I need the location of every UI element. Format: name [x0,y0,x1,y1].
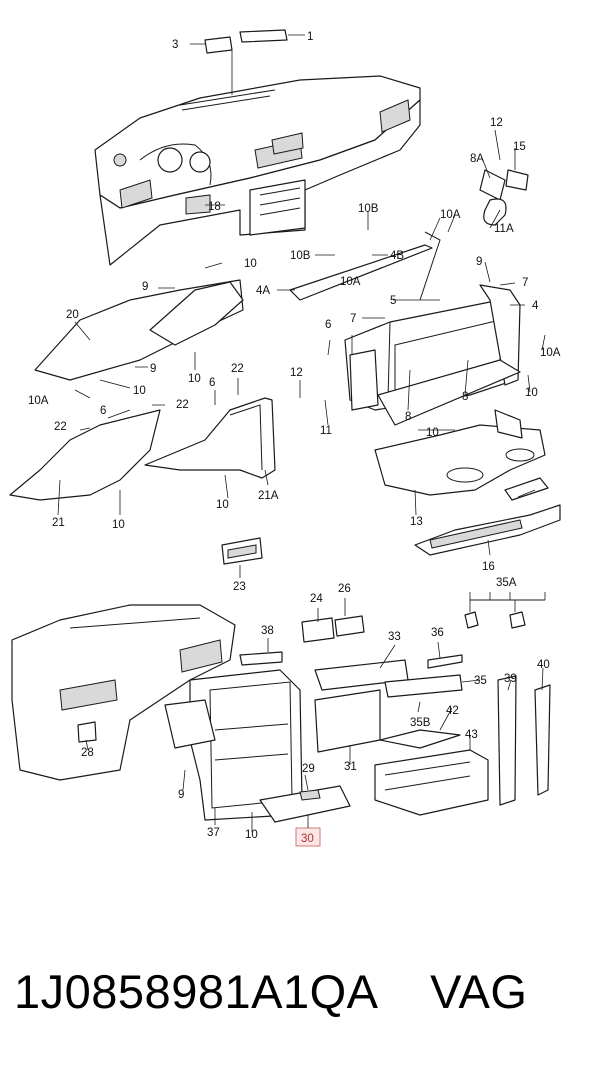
callout-16: 16 [482,561,495,573]
callout-9-c: 9 [150,363,156,375]
part-number-caption: 1J0858981A1QA VAG [14,952,594,1032]
callout-35B: 35B [410,717,431,729]
callout-6-c: 6 [100,405,106,417]
callout-1: 1 [307,31,313,43]
callout-10-e: 10 [426,427,439,439]
callout-11A: 11A [494,223,514,235]
callout-22-a: 22 [231,363,244,375]
callout-42: 42 [446,705,459,717]
callout-6-b: 6 [209,377,215,389]
callout-10A-c: 10A [540,347,561,359]
callout-43: 43 [465,729,478,741]
glovebox-assembly [289,169,529,426]
callout-39: 39 [504,673,517,685]
callout-23: 23 [233,581,246,593]
console-assembly [11,599,551,823]
callout-10B-a: 10B [358,203,379,215]
callout-22-b: 22 [176,399,189,411]
callout-10-b: 10 [188,373,201,385]
dashboard-panel [94,29,421,266]
callout-40: 40 [537,659,550,671]
callout-labels: 1 3 12 8A 15 11A 18 10B 10A 10B 4B 10 9 … [28,31,561,841]
callout-10B-b: 10B [290,250,311,262]
callout-9-b: 9 [476,256,482,268]
callout-10-a: 10 [244,258,257,270]
callout-21: 21 [52,517,65,529]
part-number: 1J0858981A1QA [14,965,376,1018]
callout-10A-b: 10A [340,276,361,288]
callout-12-b: 12 [290,367,303,379]
callout-11: 11 [320,425,332,437]
callout-22-c: 22 [54,421,67,433]
callout-3: 3 [172,39,178,51]
callout-10-f: 10 [216,499,229,511]
callout-10A-d: 10A [28,395,49,407]
callout-9-d: 9 [178,789,184,801]
lower-trim-panels [9,279,561,565]
callout-8A: 8A [470,153,484,165]
callout-4A: 4A [256,285,270,297]
highlighted-callout-label: 30 [301,833,314,845]
callout-10-c: 10 [133,385,146,397]
callout-10A-a: 10A [440,209,461,221]
callout-leaders [57,34,546,832]
callout-35A: 35A [496,577,517,589]
callout-4: 4 [532,300,539,312]
callout-37: 37 [207,827,220,839]
callout-8-a: 8 [405,411,411,423]
callout-7-b: 7 [350,313,356,325]
callout-8-b: 8 [462,391,468,403]
brand-label: VAG [430,965,528,1018]
callout-21A: 21A [258,490,279,502]
callout-29: 29 [302,763,315,775]
callout-7-a: 7 [522,277,528,289]
callout-31: 31 [344,761,357,773]
callout-10-g: 10 [112,519,125,531]
highlighted-callout-30[interactable]: 30 [295,815,321,847]
callout-36: 36 [431,627,444,639]
callout-33: 33 [388,631,401,643]
callout-26: 26 [338,583,351,595]
callout-15: 15 [513,141,526,153]
callout-18: 18 [208,201,221,213]
callout-38: 38 [261,625,274,637]
callout-10-h: 10 [245,829,258,841]
callout-4B: 4B [390,250,404,262]
callout-20: 20 [66,309,79,321]
callout-28: 28 [81,747,94,759]
callout-35: 35 [474,675,487,687]
callout-5: 5 [390,295,396,307]
callout-6-a: 6 [325,319,331,331]
callout-10-d: 10 [525,387,538,399]
callout-12a: 12 [490,117,503,129]
callout-13: 13 [410,516,423,528]
callout-24: 24 [310,593,323,605]
callout-9-a: 9 [142,281,148,293]
